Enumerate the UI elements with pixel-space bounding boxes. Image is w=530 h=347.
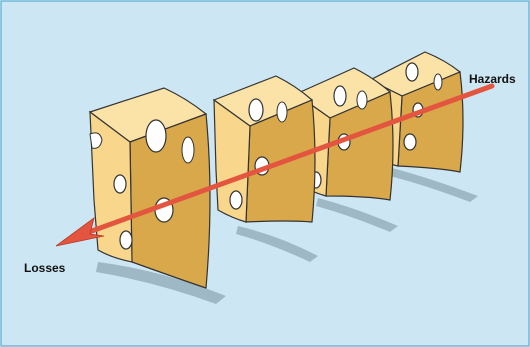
cheese-hole xyxy=(146,120,166,152)
losses-label: Losses xyxy=(24,261,66,275)
cheese-hole xyxy=(404,134,416,150)
cheese-hole xyxy=(334,86,346,106)
cheese-hole xyxy=(249,99,263,121)
cheese-hole xyxy=(120,231,132,249)
hazards-label: Hazards xyxy=(469,72,516,86)
cheese-hole xyxy=(114,175,126,193)
cheese-slice-1 xyxy=(90,88,226,304)
cheese-hole xyxy=(230,191,242,209)
cheese-hole xyxy=(406,63,418,81)
cheese-hole xyxy=(434,74,442,90)
cheese-hole xyxy=(182,137,194,163)
cheese-hole xyxy=(357,91,367,109)
cheese-hole xyxy=(277,102,287,122)
